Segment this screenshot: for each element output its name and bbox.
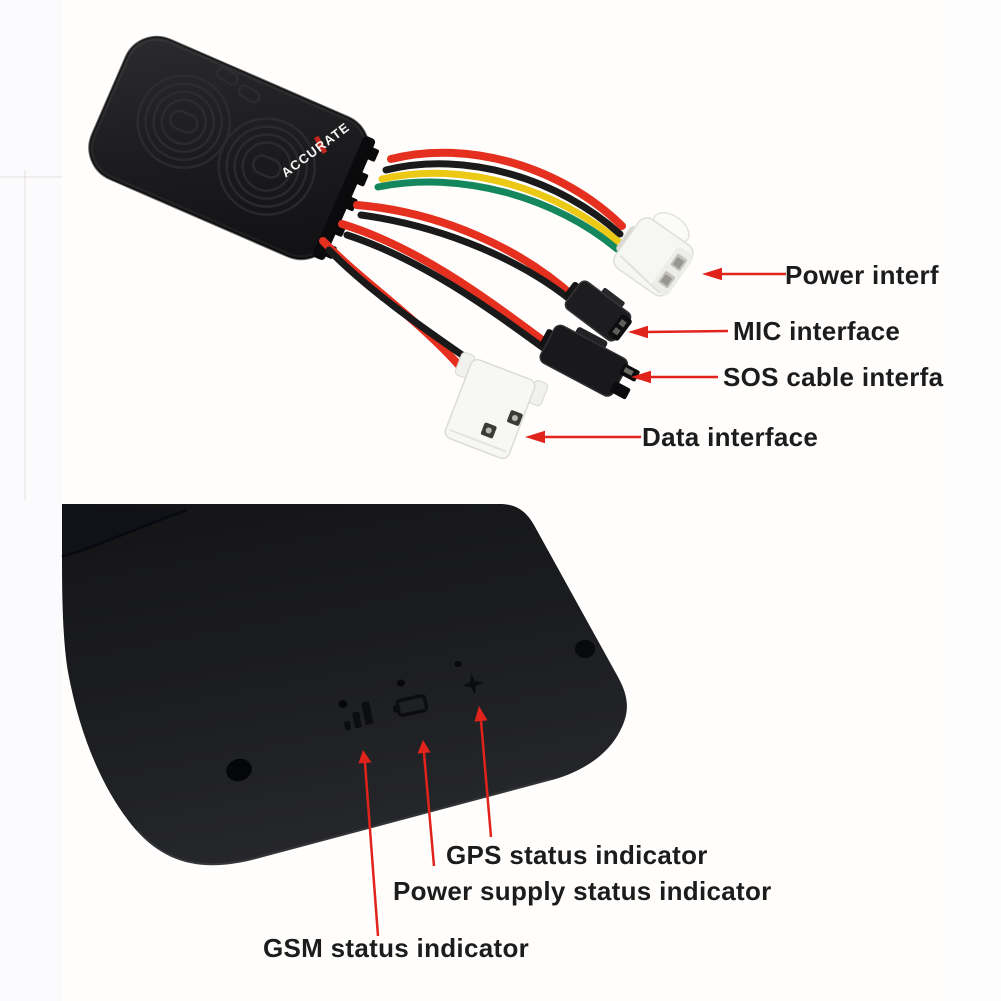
wire-black-power [382, 160, 624, 238]
gps-led-hole [454, 661, 462, 667]
arrow-line-psu [422, 752, 436, 867]
power-connector [613, 211, 694, 297]
callout-gps-indicator: GPS status indicator [446, 840, 708, 870]
arrow-head-gsm [358, 750, 372, 764]
swirl-pattern [136, 66, 316, 216]
tracker-top-view: ACCURATE [88, 35, 694, 460]
wire-green [374, 178, 621, 253]
screw-hole-right [575, 640, 595, 658]
callout-gsm-indicator: GSM status indicator [263, 933, 530, 963]
wire-yellow [378, 169, 623, 246]
screw-hole-left [226, 758, 252, 782]
callout-sos-interface: SOS cable interfa [723, 362, 944, 392]
power-led-hole [397, 679, 405, 687]
arrow-head-gps [474, 706, 488, 722]
wire-red-power [387, 148, 626, 230]
wire-black-sos [343, 231, 553, 356]
arrow-head-psu [417, 740, 431, 754]
annotation-arrows [358, 267, 786, 937]
mic-connector [564, 280, 632, 342]
arrow-line-gsm [363, 762, 380, 937]
arrow-head-power [702, 267, 722, 281]
wire-exit-nubs [320, 145, 379, 259]
tracker-body-group [88, 35, 379, 261]
wire-red-mic [353, 201, 578, 301]
sos-connector [539, 324, 640, 400]
wire-black-data [325, 246, 482, 370]
arrow-line-gps [479, 720, 493, 838]
bottom-case-side-facet [62, 504, 187, 557]
arrow-head-mic [628, 325, 648, 339]
bottom-case-rim-light [134, 778, 553, 868]
backdrop-left-strip [0, 0, 62, 1001]
callout-power-interface: Power interf [785, 260, 939, 290]
arrow-head-sos [631, 370, 651, 384]
wire-red-sos [338, 220, 549, 346]
backdrop-right-strip [943, 0, 1001, 1001]
gsm-signal-bars-icon [343, 701, 374, 731]
arrow-line-mic [645, 329, 729, 334]
status-indicators [338, 661, 484, 731]
port-strip [313, 136, 376, 260]
gsm-led-hole [338, 700, 348, 708]
brand-accent [314, 135, 328, 154]
callout-data-interface: Data interface [642, 422, 819, 452]
battery-icon [392, 694, 429, 717]
bottom-case-seam [61, 508, 188, 559]
wire-black-mic [357, 211, 582, 310]
wire-harness [319, 148, 626, 375]
arrow-head-data [525, 430, 545, 444]
gps-star-sparkle-icon [462, 673, 484, 695]
data-connector [444, 352, 549, 460]
callout-mic-interface: MIC interface [733, 316, 901, 346]
callout-psu-indicator: Power supply status indicator [393, 876, 772, 906]
